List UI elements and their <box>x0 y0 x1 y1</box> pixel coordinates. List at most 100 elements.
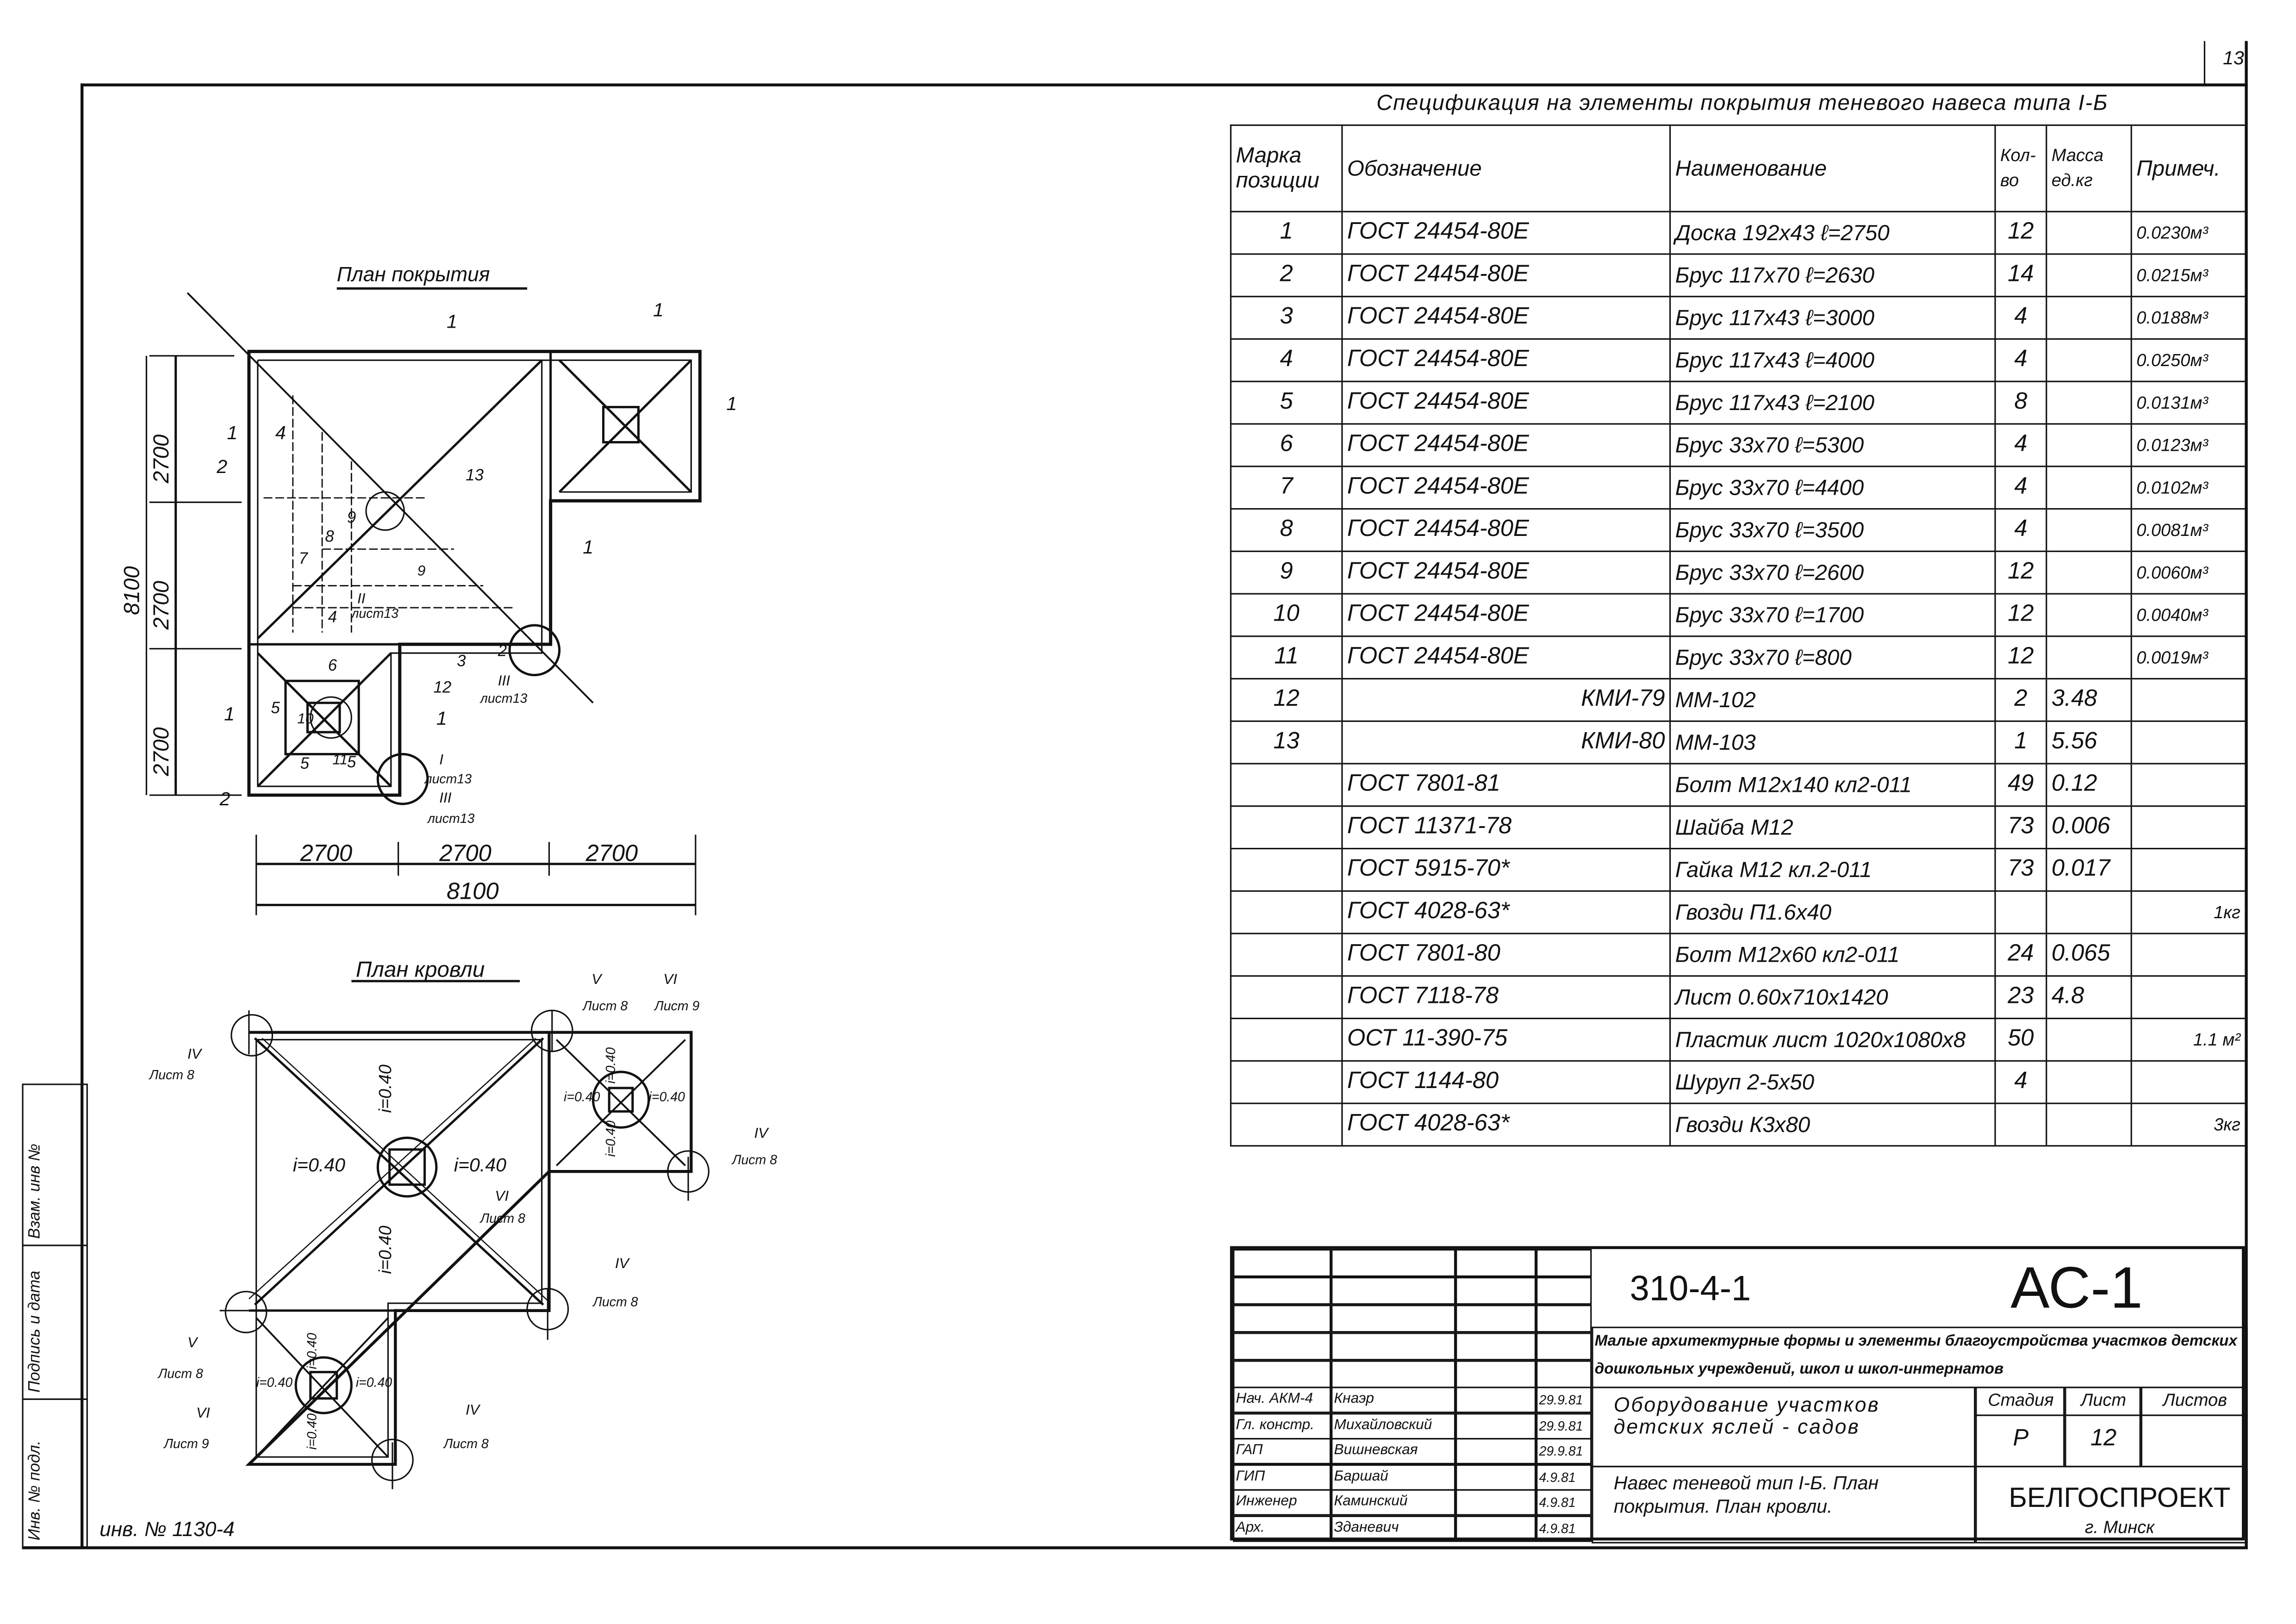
spec-note: 1.1 м² <box>2130 1017 2246 1062</box>
spec-mark: 8 <box>1230 508 1343 552</box>
spec-header-cell: Обозначение <box>1341 124 1671 212</box>
spec-name: Гайка М12 кл.2-011 <box>1669 847 1996 892</box>
spec-qty: 2 <box>1994 678 2047 722</box>
spec-name: ММ-102 <box>1669 678 1996 722</box>
spec-name: Болт М12х140 кл2-011 <box>1669 763 1996 807</box>
cover-lower-diagonals <box>257 652 392 787</box>
spec-designation: КМИ-80 <box>1341 720 1671 765</box>
page-number-box <box>2203 41 2206 85</box>
spec-mark: 7 <box>1230 466 1343 510</box>
signatory-name: Кнаэр <box>1331 1387 1456 1413</box>
spec-note: 0.0102м³ <box>2130 466 2246 510</box>
spec-qty: 73 <box>1994 805 2047 850</box>
spec-mark: 10 <box>1230 593 1343 637</box>
drawing-code: 310-4-1 <box>1630 1269 1751 1309</box>
signatory-name: Михайловский <box>1331 1412 1456 1439</box>
callout: 7 <box>299 549 308 567</box>
stamp-original-inv: Инв. № подл. <box>22 1398 88 1548</box>
callout: 4 <box>275 422 286 443</box>
spec-note: 0.0019м³ <box>2130 635 2246 680</box>
spec-designation: ГОСТ 24454-80Е <box>1341 211 1671 255</box>
signatory-signature <box>1456 1412 1537 1439</box>
spec-mark: 12 <box>1230 678 1343 722</box>
spec-qty: 4 <box>1994 338 2047 382</box>
roof-right-node <box>608 1087 634 1113</box>
callout: 9 <box>347 509 356 527</box>
spec-note: 0.0123м³ <box>2130 423 2246 467</box>
spec-note: 1кг <box>2130 890 2246 934</box>
spec-mark <box>1230 890 1343 934</box>
ref-sheet: Лист 8 <box>443 1437 489 1451</box>
spec-designation: ГОСТ 24454-80Е <box>1341 380 1671 425</box>
callout: 2 <box>216 456 227 477</box>
cover-lower-node <box>306 702 341 734</box>
spec-designation: ГОСТ 7801-80 <box>1341 933 1671 977</box>
dim-extension <box>255 834 697 915</box>
detail-circle <box>365 491 405 531</box>
plan-cover-title: План покрытия <box>337 263 490 286</box>
signatory-signature <box>1456 1438 1537 1464</box>
spec-designation: ГОСТ 24454-80Е <box>1341 593 1671 637</box>
series-description: Малые архитектурные формы и элементы бла… <box>1592 1326 2248 1388</box>
spec-mass: 0.12 <box>2046 763 2132 807</box>
callout: 1 <box>726 393 737 414</box>
spec-mass: 0.006 <box>2046 805 2132 850</box>
spec-qty: 73 <box>1994 847 2047 892</box>
page-number: 13 <box>2222 47 2244 69</box>
spec-mark: 9 <box>1230 550 1343 595</box>
spec-name: Брус 33х70 ℓ=800 <box>1669 635 1996 680</box>
spec-name: Брус 33х70 ℓ=2600 <box>1669 550 1996 595</box>
spec-name: ММ-103 <box>1669 720 1996 765</box>
plan-cover-labels: План покрытия 2700 2700 2700 8100 2700 2… <box>120 263 737 904</box>
plan-roof-title: План кровли <box>356 957 485 982</box>
spec-designation: ГОСТ 4028-63* <box>1341 1102 1671 1147</box>
detail-circle <box>508 624 561 677</box>
ref-num: VI <box>196 1404 210 1421</box>
signatory-signature <box>1456 1489 1537 1516</box>
ref-sheet: Лист 8 <box>731 1152 777 1167</box>
spec-mass <box>2046 635 2132 680</box>
callout: III <box>498 672 510 689</box>
empty-cell <box>1536 1305 1592 1333</box>
signatory-role: Гл. констр. <box>1233 1412 1332 1439</box>
spec-name: Брус 117х43 ℓ=3000 <box>1669 296 1996 340</box>
callout: 5 <box>347 753 356 771</box>
spec-qty: 4 <box>1994 423 2047 467</box>
signatory-name: Каминский <box>1331 1489 1456 1516</box>
spec-name: Пластик лист 1020х1080х8 <box>1669 1017 1996 1062</box>
spec-mass <box>2046 508 2132 552</box>
organization-cell <box>1975 1466 2248 1543</box>
signatory-date: 29.9.81 <box>1536 1387 1592 1413</box>
callout: лист13 <box>424 772 472 787</box>
callout: 1 <box>653 299 664 320</box>
spec-mass <box>2046 296 2132 340</box>
spec-designation: ГОСТ 7801-81 <box>1341 763 1671 807</box>
stage-header: Стадия <box>1975 1387 2065 1416</box>
spec-mass <box>2046 380 2132 425</box>
spec-designation: ГОСТ 11371-78 <box>1341 805 1671 850</box>
ref-num: IV <box>187 1045 203 1062</box>
dim-label: 8100 <box>447 878 499 904</box>
plan-roof-labels: План кровли i=0.40 i=0.40 i=0.40 i=0.40 … <box>256 957 685 1450</box>
roof-lower-circle <box>294 1356 353 1414</box>
roof-right-circle <box>591 1070 650 1129</box>
spec-name: Брус 33х70 ℓ=5300 <box>1669 423 1996 467</box>
empty-cell <box>1331 1249 1456 1277</box>
spec-note: 0.0040м³ <box>2130 593 2246 637</box>
spec-qty: 50 <box>1994 1017 2047 1062</box>
spec-designation: ГОСТ 24454-80Е <box>1341 423 1671 467</box>
callout: I <box>439 751 443 768</box>
spec-mark: 3 <box>1230 296 1343 340</box>
spec-mark <box>1230 1060 1343 1104</box>
spec-qty: 49 <box>1994 763 2047 807</box>
callout: 6 <box>328 656 337 674</box>
slope-label: i=0.40 <box>604 1120 618 1157</box>
empty-cell <box>1233 1277 1332 1305</box>
